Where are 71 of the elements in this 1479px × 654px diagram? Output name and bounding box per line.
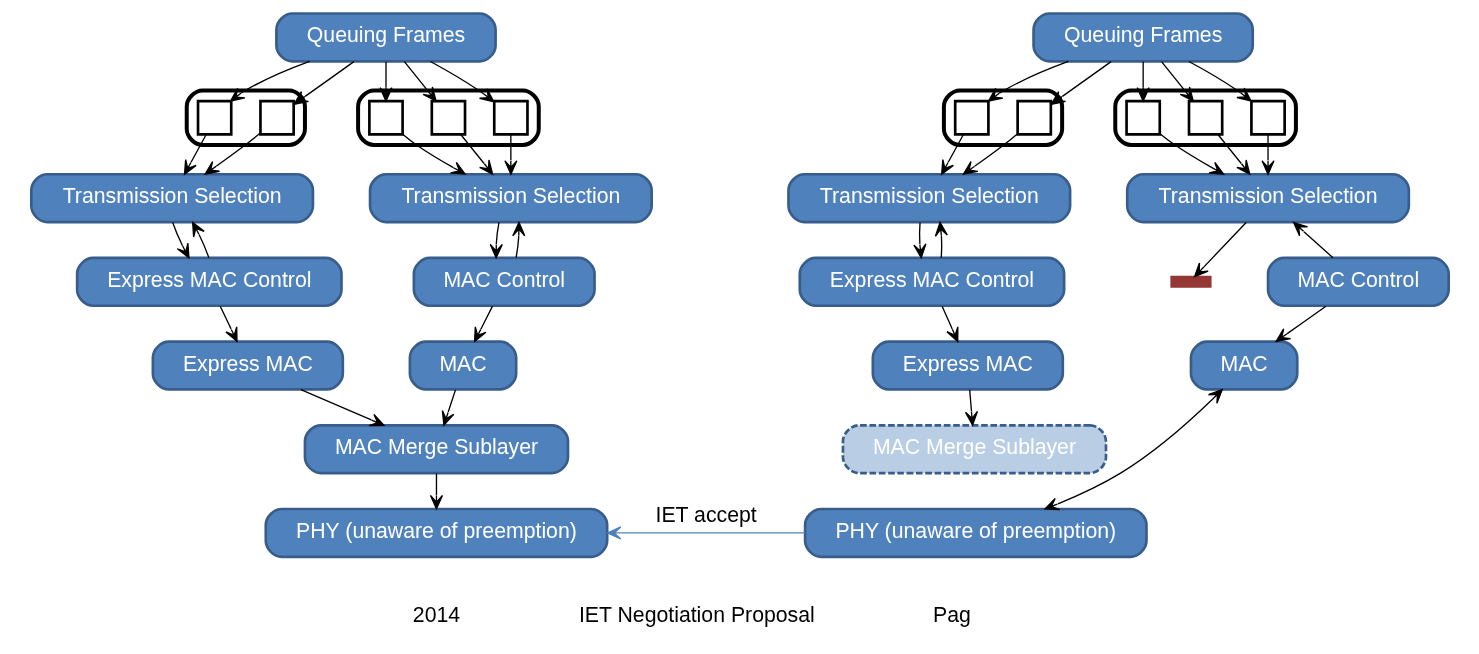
arrow: [511, 221, 525, 259]
arrow: [441, 389, 456, 426]
node-box: Queuing Frames: [1031, 12, 1254, 63]
node-box: MAC Merge Sublayer: [303, 423, 569, 475]
arrow: [1050, 60, 1112, 105]
node-box: [258, 99, 295, 136]
arrow: [1160, 60, 1194, 102]
arrow: [1292, 221, 1334, 259]
arrow: [1043, 389, 1223, 511]
arrow: [503, 133, 517, 175]
node-box: [1187, 99, 1224, 136]
arrow: [229, 60, 310, 102]
arrow: [299, 388, 384, 427]
node-box: Express MAC Control: [797, 256, 1065, 308]
arrow: [204, 132, 261, 175]
node-box: PHY (unaware of preemption): [263, 507, 608, 559]
node-box: Queuing Frames: [274, 12, 497, 63]
node-box: Express MAC Control: [75, 256, 343, 308]
arrow: [401, 133, 466, 175]
arrow: [219, 305, 238, 343]
node-box: MAC: [408, 340, 517, 391]
arrow: [940, 133, 964, 175]
arrow: [292, 60, 355, 105]
arrow: [473, 305, 493, 343]
arrow: [429, 472, 443, 510]
arrow: [1159, 133, 1224, 175]
arrow: [964, 389, 978, 426]
arrow: [1193, 221, 1247, 278]
arrow: [940, 305, 958, 343]
node-box: [1015, 99, 1052, 136]
node-box: [1124, 99, 1161, 136]
node-bar: [1169, 275, 1212, 288]
node-box: [430, 99, 466, 136]
arrow: [1275, 305, 1327, 343]
node-box: [196, 99, 233, 136]
arrow: [429, 60, 494, 103]
node-box: Transmission Selection: [1125, 172, 1410, 224]
arrow: [987, 60, 1069, 102]
arrow: [1136, 60, 1150, 102]
arrow: [459, 133, 493, 175]
arrow: [962, 133, 1018, 175]
node-box: MAC Control: [1266, 256, 1450, 308]
label: 2014: [412, 602, 460, 627]
arrow: [191, 221, 209, 259]
arrow: [1187, 60, 1252, 102]
arrow: [606, 526, 806, 540]
arrow: [489, 221, 503, 259]
arrow: [1260, 133, 1275, 175]
node-box: [1249, 99, 1286, 136]
arrow: [1216, 133, 1250, 175]
node-box: [367, 99, 404, 136]
label: IET Negotiation Proposal: [578, 602, 815, 627]
node-box: PHY (unaware of preemption): [803, 507, 1148, 559]
node-box: Transmission Selection: [29, 172, 314, 224]
edge-label: IET accept: [655, 503, 757, 528]
node-box: [492, 99, 529, 136]
node-box: MAC Control: [412, 256, 596, 308]
arrow: [403, 60, 437, 102]
node-box: MAC: [1189, 340, 1299, 391]
node-box: Express MAC: [871, 340, 1064, 391]
arrow: [912, 221, 926, 259]
node-box: Transmission Selection: [786, 172, 1071, 224]
label: Pag: [932, 602, 971, 627]
node-box: [953, 99, 990, 136]
arrow: [378, 60, 393, 102]
arrow: [183, 133, 207, 175]
node-box: MAC Merge Sublayer: [841, 423, 1107, 475]
node-box: Transmission Selection: [368, 172, 653, 224]
arrow: [171, 221, 190, 259]
arrow: [934, 221, 948, 259]
node-box: Express MAC: [151, 340, 344, 391]
